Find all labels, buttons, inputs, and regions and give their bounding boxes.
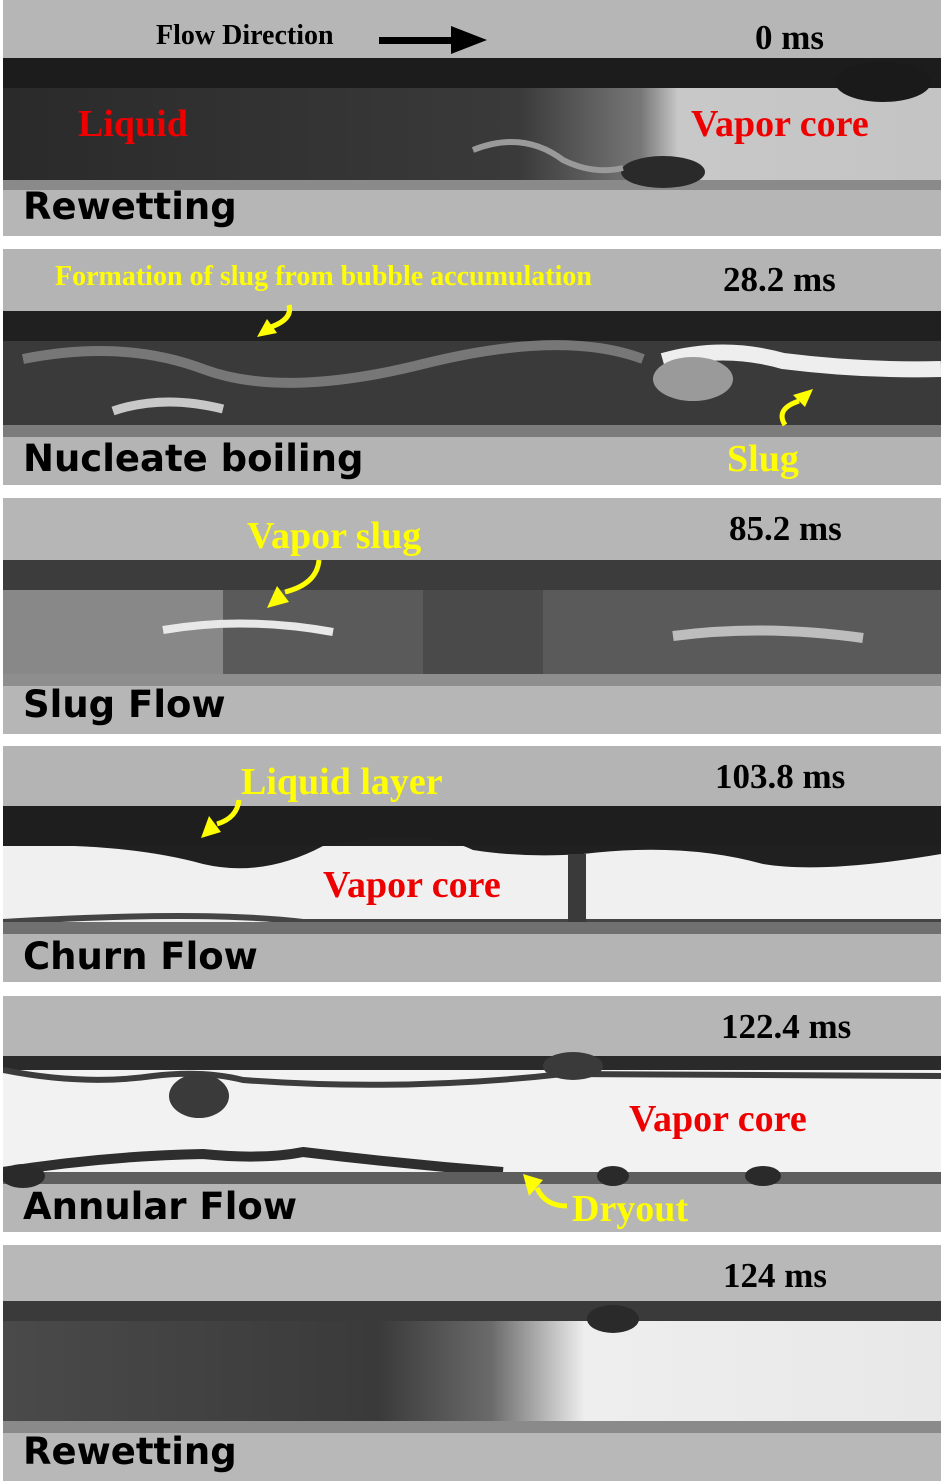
frame-85-2ms-image xyxy=(3,498,941,734)
flow-regime-label: Nucleate boiling xyxy=(23,437,364,480)
liquid-layer-label: Liquid layer xyxy=(241,761,443,803)
dryout-label: Dryout xyxy=(572,1188,689,1230)
slug-label: Slug xyxy=(727,438,799,480)
flow-regime-label: Slug Flow xyxy=(23,683,226,726)
curved-arrow-icon xyxy=(267,559,322,608)
slug-formation-label: Formation of slug from bubble accumulati… xyxy=(55,261,592,292)
timestamp: 122.4 ms xyxy=(721,1007,852,1046)
flow-regime-label: Annular Flow xyxy=(23,1185,297,1228)
curved-arrow-icon xyxy=(523,1174,568,1209)
curved-arrow-icon xyxy=(779,389,813,427)
timestamp: 28.2 ms xyxy=(723,260,836,299)
frame-103-8ms: Liquid layer 103.8 ms Vapor core Churn F… xyxy=(3,746,941,982)
frame-103-8ms-image xyxy=(3,746,941,982)
vapor-core-label: Vapor core xyxy=(691,103,869,145)
frame-0ms: Flow Direction 0 ms Liquid Vapor core Re… xyxy=(3,0,941,236)
vapor-core-label: Vapor core xyxy=(323,864,501,906)
timestamp: 124 ms xyxy=(723,1256,828,1295)
flow-regime-label: Rewetting xyxy=(23,1430,237,1473)
flow-direction-label: Flow Direction xyxy=(156,20,334,51)
flow-direction-arrow-icon xyxy=(379,26,487,54)
vapor-core-label: Vapor core xyxy=(629,1098,807,1140)
timestamp: 0 ms xyxy=(755,18,825,57)
liquid-label: Liquid xyxy=(78,103,188,145)
timestamp: 103.8 ms xyxy=(715,757,846,796)
frame-124ms-image xyxy=(3,1245,941,1481)
frame-28-2ms: Formation of slug from bubble accumulati… xyxy=(3,249,941,485)
frame-124ms: 124 ms Rewetting xyxy=(3,1245,941,1481)
timestamp: 85.2 ms xyxy=(729,509,842,548)
vapor-slug-label: Vapor slug xyxy=(247,515,422,557)
frame-85-2ms: Vapor slug 85.2 ms Slug Flow xyxy=(3,498,941,734)
curved-arrow-icon xyxy=(201,799,242,838)
frame-28-2ms-image xyxy=(3,249,941,485)
curved-arrow-icon xyxy=(257,304,293,337)
flow-regime-label: Rewetting xyxy=(23,185,237,228)
flow-regime-label: Churn Flow xyxy=(23,935,258,978)
frame-122-4ms: 122.4 ms Vapor core Dryout Annular Flow xyxy=(3,996,941,1232)
frame-122-4ms-image xyxy=(3,996,941,1232)
